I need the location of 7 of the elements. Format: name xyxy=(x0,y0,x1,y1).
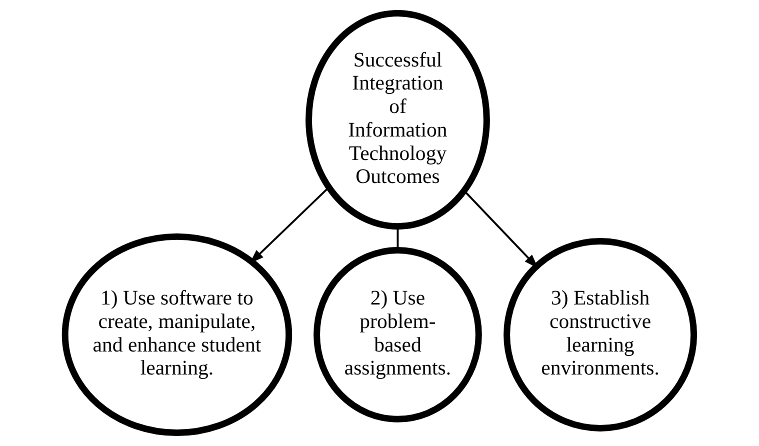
arrow xyxy=(464,190,538,268)
node-ellipse: Successful Integration of Information Technology Outcomes xyxy=(306,10,490,230)
node-circle: 3) Establish constructive learning environments. xyxy=(504,238,698,432)
connector xyxy=(396,226,399,250)
arrow xyxy=(250,186,330,264)
node-circle: 2) Use problem-based assignments. xyxy=(314,247,482,422)
node-ellipse: 1) Use software to create, manipulate, and enhance student learning. xyxy=(62,233,292,436)
